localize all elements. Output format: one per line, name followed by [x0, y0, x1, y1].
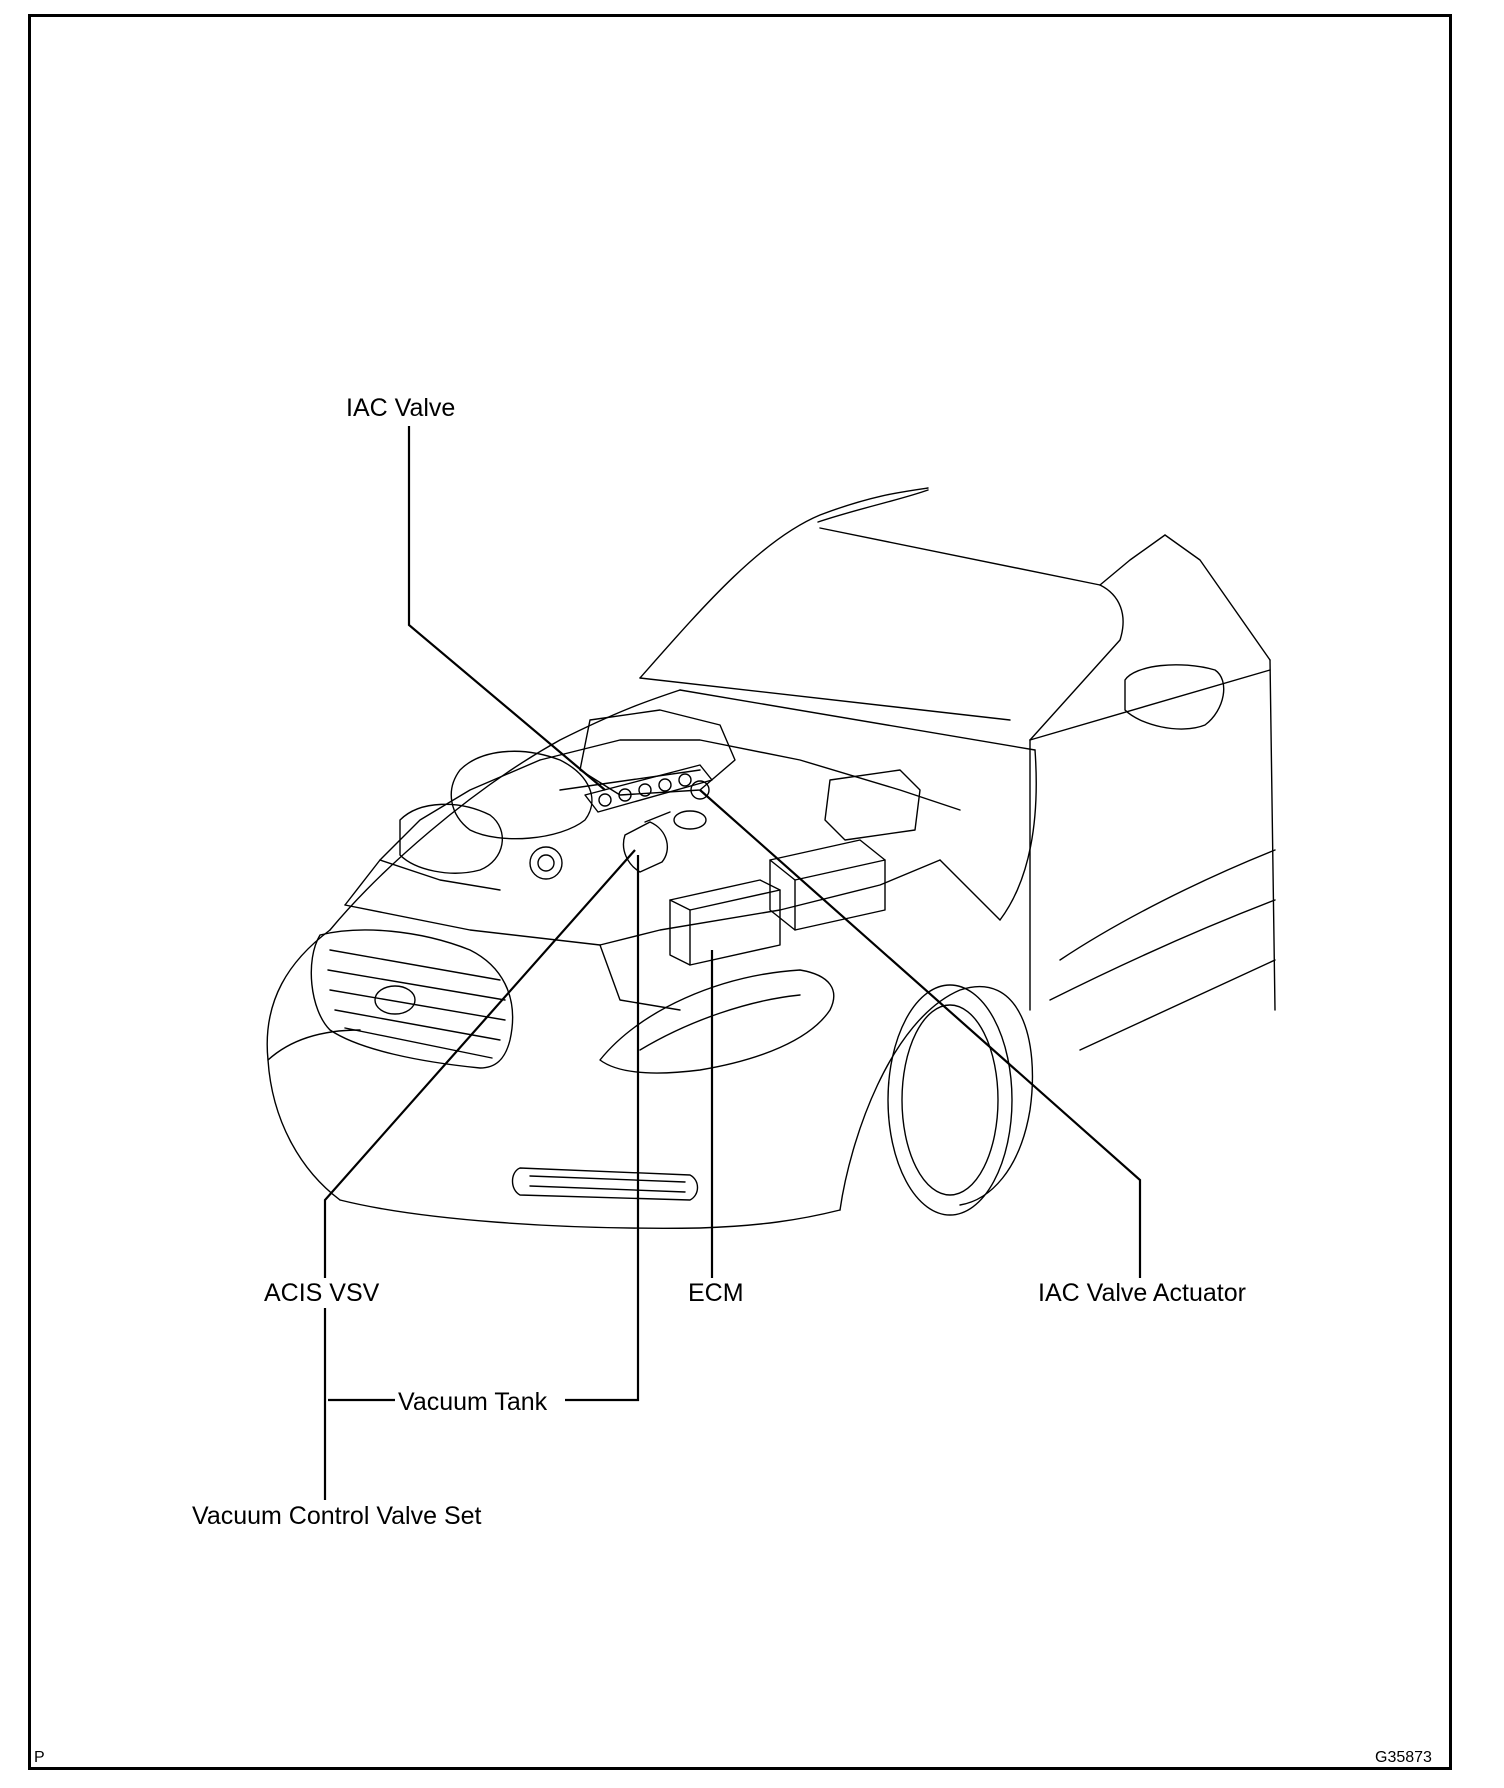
corner-code-left: P: [34, 1749, 45, 1766]
page-frame: [28, 14, 1452, 1770]
leader-vacuum-tank-right: [565, 855, 640, 1402]
label-ecm: ECM: [688, 1279, 744, 1307]
leader-iac-valve: [407, 426, 606, 791]
label-vacuum-tank: Vacuum Tank: [398, 1388, 548, 1416]
label-iac-valve-actuator: IAC Valve Actuator: [1038, 1279, 1246, 1307]
corner-code-right: G35873: [1375, 1749, 1432, 1766]
car-outline: [266, 487, 1276, 1229]
label-iac-valve: IAC Valve: [346, 394, 456, 422]
label-vacuum-control-valve-set: Vacuum Control Valve Set: [192, 1502, 482, 1530]
leader-lines: [323, 426, 1142, 1500]
leader-iac-valve-actuator: [699, 789, 1142, 1278]
leader-acis-vsv: [323, 849, 636, 1278]
label-acis-vsv: ACIS VSV: [264, 1279, 380, 1307]
